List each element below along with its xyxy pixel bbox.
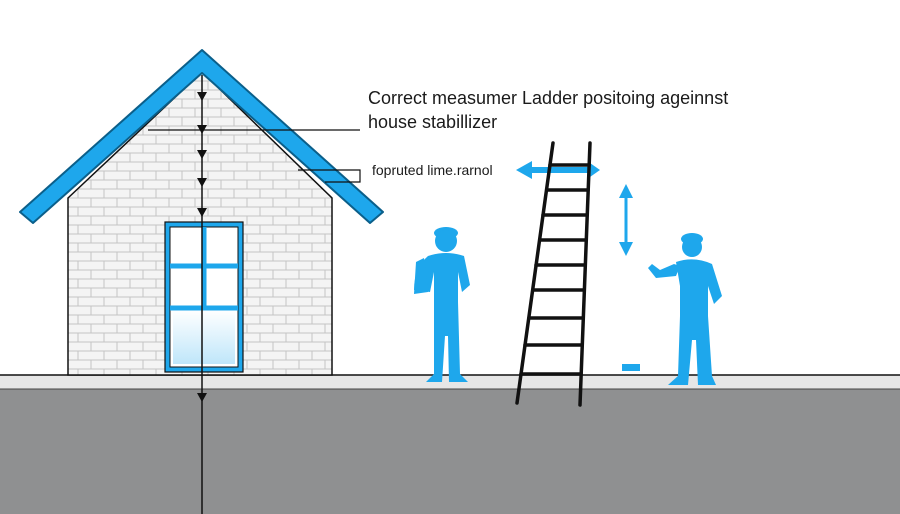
arrow-down-icon (197, 178, 207, 187)
worker-right-body (676, 259, 722, 318)
worker-left-arm (414, 258, 428, 294)
pointer-label: fopruted lime.rarnol (372, 162, 493, 178)
vertical-arrow-head-up (619, 184, 633, 198)
arrow-down-icon (197, 208, 207, 217)
window-lower-glass (173, 310, 235, 364)
house-window (164, 221, 244, 373)
arrow-down-icon (197, 150, 207, 159)
ladder-pointer-arrow (516, 161, 600, 179)
worker-left-legs (426, 302, 468, 382)
leader-lines (148, 129, 361, 183)
arrow-down-icon (197, 393, 207, 402)
pointer-leader-line (298, 169, 361, 183)
worker-gesturing-icon (648, 233, 722, 385)
vertical-measurement-line (197, 75, 207, 514)
right-arrow-tip (590, 163, 600, 177)
double-headed-vertical-arrow-icon (619, 184, 633, 256)
worker-right-legs (668, 316, 716, 385)
ladder-left-rail (515, 141, 555, 405)
vertical-arrow-head-down (619, 242, 633, 256)
worker-standing-icon (414, 227, 470, 382)
window-outline (164, 221, 244, 373)
worker-right-head (682, 237, 702, 257)
diagram-title-line1: Correct measumer Ladder positoing ageinn… (368, 88, 728, 108)
worker-right-pointing-arm (648, 264, 680, 278)
diagram-title-line2: house stabillizer (368, 112, 497, 132)
worker-left-head (435, 230, 457, 252)
ground (0, 374, 900, 514)
left-arrow-icon (516, 161, 532, 179)
ladder-right-rail (578, 141, 592, 407)
arrow-down-icon (197, 92, 207, 101)
ground-marker-block (622, 364, 640, 371)
ground-soil (0, 389, 900, 514)
worker-left-body (414, 253, 470, 304)
house (19, 49, 384, 376)
house-roof (19, 49, 384, 224)
ladder (515, 141, 592, 407)
